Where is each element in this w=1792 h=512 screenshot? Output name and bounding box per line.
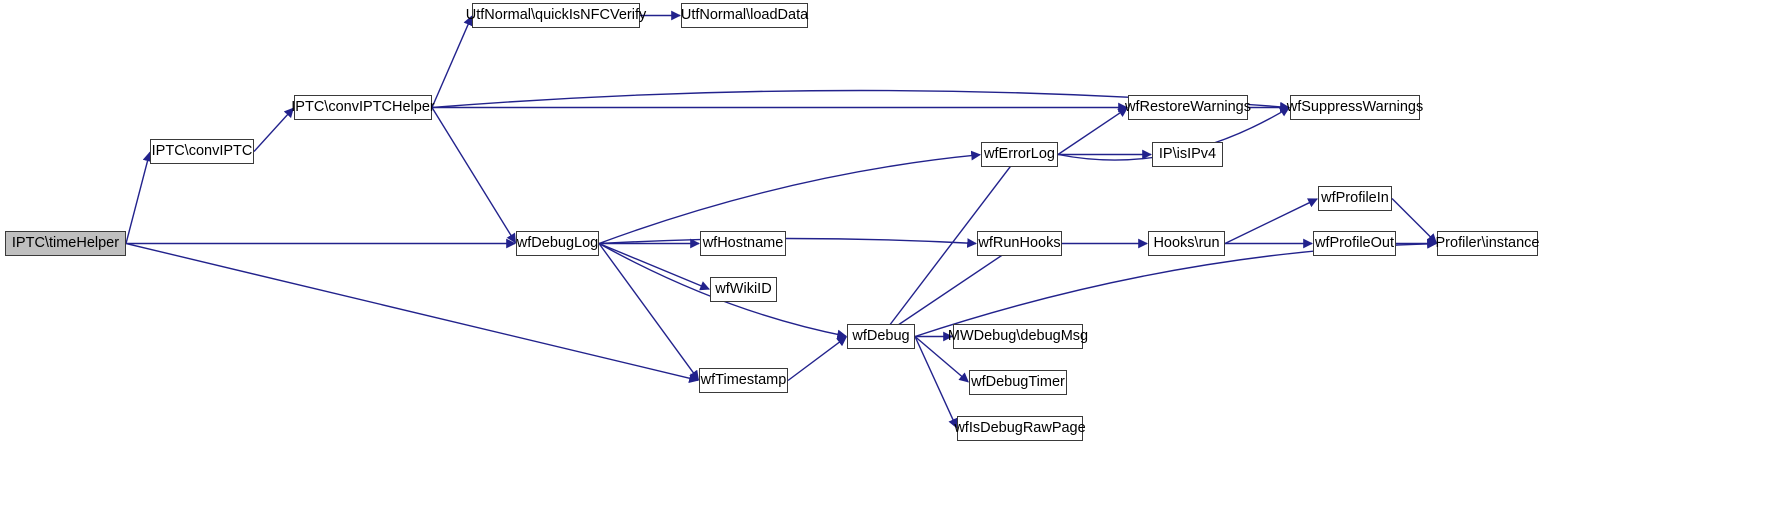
- graph-edge-wfDebug-to-wfIsDebugRawPage: [914, 336, 958, 429]
- graph-node-label: IP\isIPv4: [1158, 146, 1217, 163]
- graph-node-label: wfProfileIn: [1321, 190, 1389, 207]
- graph-edge-wfDebugLog-to-wfTimestamp: [598, 243, 699, 381]
- graph-node-label: wfErrorLog: [984, 146, 1055, 163]
- graph-node-label: wfRunHooks: [978, 235, 1061, 252]
- graph-edge-convIPTCHelper-to-quickIsNFCVerify: [431, 15, 473, 108]
- graph-node-label: wfDebug: [852, 328, 910, 345]
- graph-node-wfDebugLog[interactable]: wfDebugLog: [516, 231, 599, 256]
- graph-node-label: wfIsDebugRawPage: [954, 420, 1086, 437]
- graph-node-wfRestoreWarnings[interactable]: wfRestoreWarnings: [1125, 95, 1251, 120]
- graph-node-label: wfSuppressWarnings: [1286, 99, 1424, 116]
- graph-node-wfProfileOut[interactable]: wfProfileOut: [1313, 231, 1396, 256]
- graph-node-label: UtfNormal\loadData: [680, 7, 809, 24]
- graph-node-wfTimestamp[interactable]: wfTimestamp: [699, 368, 788, 393]
- graph-node-loadData[interactable]: UtfNormal\loadData: [681, 3, 808, 28]
- graph-edge-wfDebugLog-to-wfRunHooks: [598, 237, 977, 248]
- graph-node-label: wfDebugTimer: [971, 374, 1065, 391]
- graph-node-label: wfDebugLog: [516, 235, 599, 252]
- graph-edge-wfDebug-to-wfDebugTimer: [914, 335, 969, 383]
- graph-node-wfRunHooks[interactable]: wfRunHooks: [977, 231, 1062, 256]
- graph-node-wfHostname[interactable]: wfHostname: [700, 231, 786, 256]
- graph-node-wfWikiID[interactable]: wfWikiID: [710, 277, 777, 302]
- graph-node-quickIsNFCVerify[interactable]: UtfNormal\quickIsNFCVerify: [466, 3, 646, 28]
- graph-edge-convIPTCHelper-to-wfDebugLog: [431, 107, 517, 244]
- graph-node-wfSuppressWarnings[interactable]: wfSuppressWarnings: [1286, 95, 1424, 120]
- graph-node-label: UtfNormal\quickIsNFCVerify: [465, 7, 647, 24]
- graph-node-profilerInstance[interactable]: Profiler\instance: [1435, 231, 1540, 256]
- graph-edge-wfTimestamp-to-wfDebug: [787, 336, 847, 382]
- graph-node-label: wfRestoreWarnings: [1125, 99, 1251, 116]
- graph-edge-wfDebugLog-to-wfErrorLog: [598, 150, 982, 245]
- graph-node-convIPTCHelper[interactable]: IPTC\convIPTCHelper: [291, 95, 435, 120]
- graph-edge-wfDebug-to-profilerInstance: [914, 238, 1437, 338]
- graph-edge-wfDebug-to-wfRunHooks: [880, 243, 1020, 338]
- graph-node-label: IPTC\timeHelper: [11, 235, 120, 252]
- graph-node-convIPTC[interactable]: IPTC\convIPTC: [150, 139, 254, 164]
- graph-edge-hooksRun-to-wfProfileIn: [1224, 198, 1318, 245]
- graph-edge-timeHelper-to-convIPTC: [125, 151, 153, 244]
- graph-node-wfIsDebugRawPage[interactable]: wfIsDebugRawPage: [954, 416, 1086, 441]
- graph-node-wfErrorLog[interactable]: wfErrorLog: [981, 142, 1058, 167]
- graph-edge-timeHelper-to-wfTimestamp: [125, 242, 699, 383]
- graph-node-wfDebug[interactable]: wfDebug: [847, 324, 915, 349]
- graph-node-label: IPTC\convIPTC: [151, 143, 253, 160]
- graph-node-label: IPTC\convIPTCHelper: [291, 99, 435, 116]
- graph-edge-wfProfileIn-to-profilerInstance: [1391, 198, 1437, 244]
- graph-node-label: wfWikiID: [715, 281, 772, 298]
- graph-edge-wfDebugLog-to-wfWikiID: [598, 242, 710, 291]
- graph-edge-convIPTC-to-convIPTCHelper: [253, 107, 294, 152]
- graph-node-hooksRun[interactable]: Hooks\run: [1148, 231, 1225, 256]
- graph-node-wfDebugTimer[interactable]: wfDebugTimer: [969, 370, 1067, 395]
- graph-node-label: wfProfileOut: [1315, 235, 1394, 252]
- graph-node-wfProfileIn[interactable]: wfProfileIn: [1318, 186, 1392, 211]
- graph-node-label: wfHostname: [702, 235, 784, 252]
- graph-edge-wfDebug-to-wfErrorLog: [880, 154, 1020, 337]
- graph-node-label: Hooks\run: [1153, 235, 1220, 252]
- graph-node-label: Profiler\instance: [1435, 235, 1540, 252]
- graph-node-label: wfTimestamp: [700, 372, 787, 389]
- graph-node-label: MWDebug\debugMsg: [947, 328, 1089, 345]
- graph-node-isIPv4[interactable]: IP\isIPv4: [1152, 142, 1223, 167]
- graph-node-timeHelper[interactable]: IPTC\timeHelper: [5, 231, 126, 256]
- graph-edge-wfErrorLog-to-wfRestoreWarnings: [1057, 107, 1128, 156]
- graph-node-debugMsg[interactable]: MWDebug\debugMsg: [948, 324, 1088, 349]
